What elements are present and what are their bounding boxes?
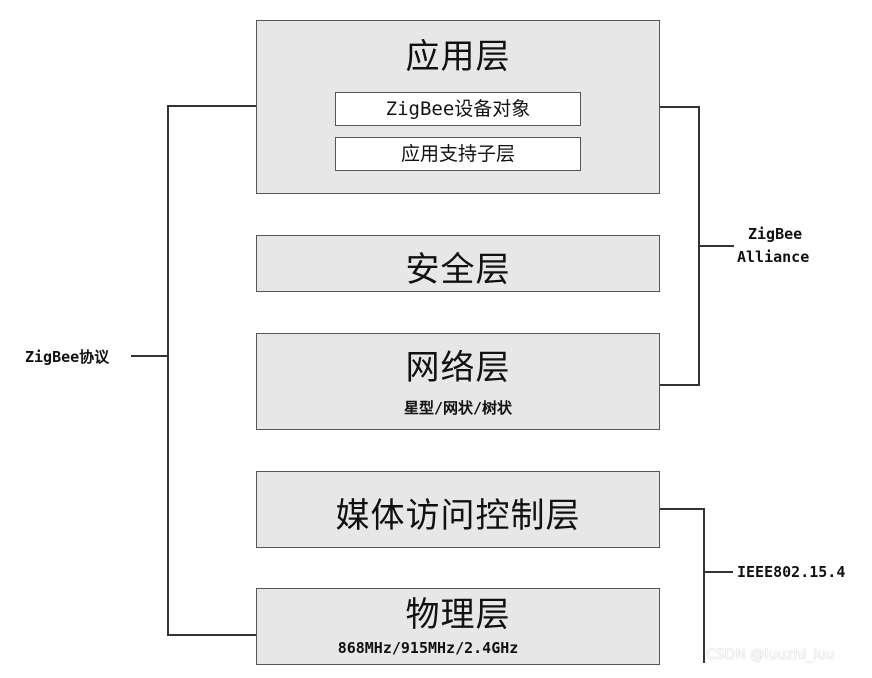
- alliance-connector: [698, 245, 734, 247]
- right-upper-bracket-top: [659, 106, 699, 108]
- zigbee-device-object-label: ZigBee设备对象: [385, 98, 531, 120]
- application-support-sublayer-label: 应用支持子层: [400, 143, 515, 165]
- frequency-bands-label: 868MHz/915MHz/2.4GHz: [337, 639, 519, 657]
- application-layer-title: 应用层: [405, 37, 511, 77]
- physical-layer-box: 物理层 868MHz/915MHz/2.4GHz: [256, 588, 660, 665]
- left-label-connector: [131, 355, 168, 357]
- right-lower-bracket-top: [659, 508, 704, 510]
- left-bracket-top: [167, 105, 257, 107]
- mac-layer-title: 媒体访问控制层: [335, 496, 581, 536]
- mac-layer-box: 媒体访问控制层: [256, 471, 660, 548]
- right-upper-bracket-bottom: [659, 384, 699, 386]
- ieee-standard-label: IEEE802.15.4: [737, 563, 846, 581]
- zigbee-device-object-box: ZigBee设备对象: [335, 92, 581, 126]
- security-layer-box: 安全层: [256, 235, 660, 292]
- zigbee-protocol-label: ZigBee协议: [25, 348, 110, 366]
- application-support-sublayer-box: 应用支持子层: [335, 137, 581, 171]
- application-layer-box: 应用层 ZigBee设备对象 应用支持子层: [256, 20, 660, 194]
- physical-layer-title: 物理层: [405, 595, 511, 635]
- zigbee-alliance-label-line2: Alliance: [737, 248, 810, 266]
- zigbee-alliance-label-line1: ZigBee: [748, 225, 803, 243]
- left-bracket-vertical: [167, 105, 169, 635]
- right-lower-bracket-vertical: [703, 508, 705, 663]
- left-bracket-bottom: [167, 634, 257, 636]
- security-layer-title: 安全层: [405, 250, 511, 290]
- network-layer-title: 网络层: [405, 348, 511, 388]
- network-topology-label: 星型/网状/树状: [403, 399, 513, 417]
- network-layer-box: 网络层 星型/网状/树状: [256, 333, 660, 430]
- csdn-watermark: CSDN @luuzhi_luu: [706, 647, 835, 663]
- ieee-connector: [703, 571, 733, 573]
